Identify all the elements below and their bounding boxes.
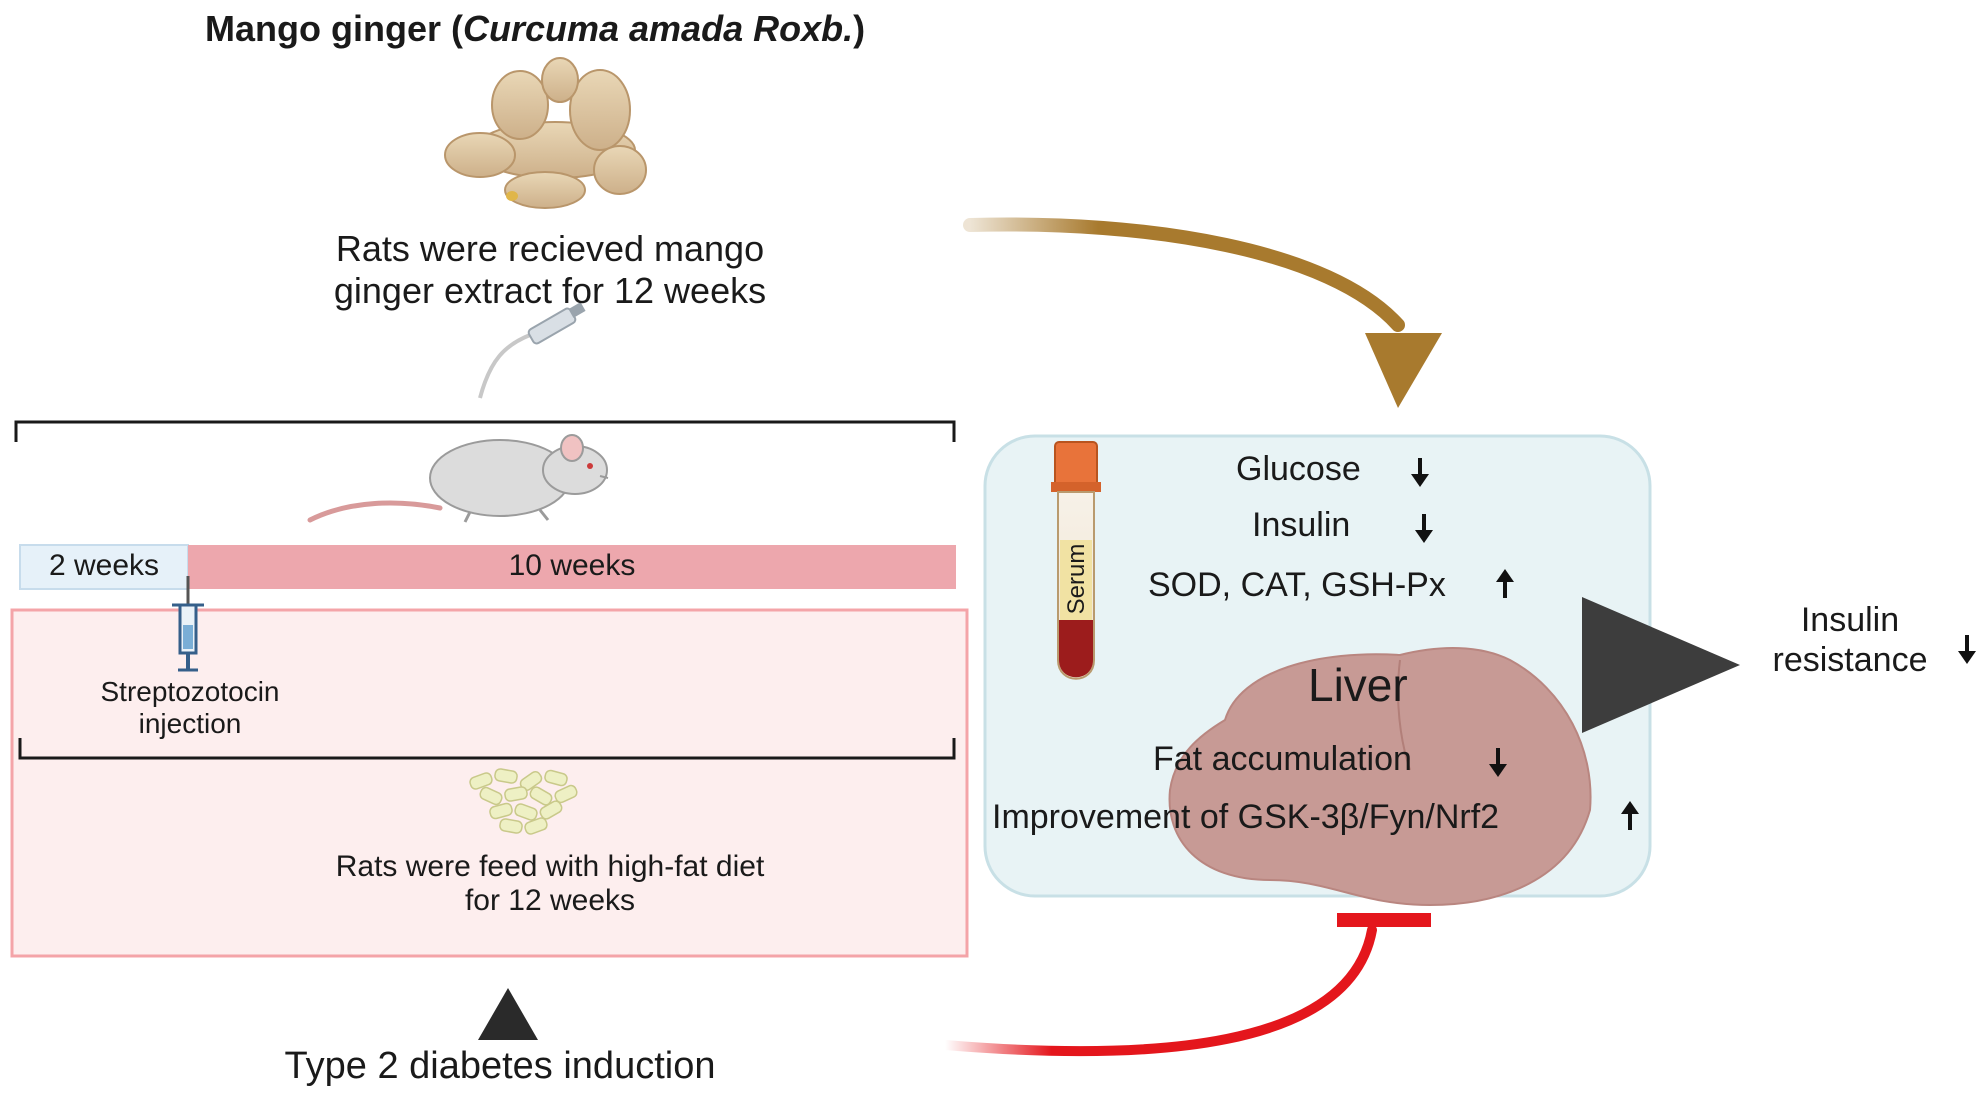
treatment-arrow	[963, 217, 1442, 408]
injection-line-2: injection	[138, 708, 242, 739]
liver-shape	[1168, 647, 1592, 907]
liver-label: Liver	[1308, 659, 1408, 711]
ginger-icon	[444, 57, 647, 209]
pathway-label: Improvement of GSK-3β/Fyn/Nrf2	[992, 798, 1500, 836]
serum-label: Serum	[1063, 543, 1090, 615]
glucose-down-arrow	[1411, 458, 1429, 487]
treatment-line-2: ginger extract for 12 weeks	[333, 270, 767, 311]
diet-line-2: for 12 weeks	[464, 884, 636, 917]
outcome-line-2: resistance	[1772, 641, 1928, 679]
induction-label: Type 2 diabetes induction	[284, 1045, 716, 1087]
injection-line-1: Streptozotocin	[100, 676, 280, 707]
enzymes-up-arrow	[1496, 569, 1514, 598]
phase-1-label: 2 weeks	[48, 549, 160, 582]
syringe-icon	[172, 576, 204, 672]
outcome-label: Insulin resistance	[1740, 600, 1960, 680]
insulin-label: Insulin	[1252, 506, 1351, 544]
gavage-tube-icon	[478, 302, 586, 399]
serum-tube-icon	[1051, 441, 1101, 680]
title-species: Curcuma amada Roxb.	[462, 8, 854, 49]
title-suffix: )	[853, 8, 866, 49]
outcome-line-1: Insulin	[1800, 601, 1900, 639]
outcome-triangle	[1582, 597, 1740, 733]
inhibition-arrow	[940, 913, 1431, 1057]
timeline-bar-10-weeks	[188, 545, 956, 589]
bottom-bracket	[18, 738, 956, 760]
top-bracket	[14, 420, 956, 442]
treatment-line-1: Rats were recieved mango	[335, 228, 765, 269]
food-pellets-icon	[469, 768, 578, 835]
injection-label: Streptozotocin injection	[60, 676, 320, 740]
glucose-label: Glucose	[1236, 450, 1361, 488]
pathway-up-arrow	[1621, 801, 1639, 830]
fat-down-arrow	[1489, 748, 1507, 777]
insulin-down-arrow	[1415, 514, 1433, 543]
figure-title: Mango ginger (Curcuma amada Roxb.)	[205, 8, 865, 50]
phase-2-label: 10 weeks	[508, 549, 636, 582]
rat-icon	[307, 434, 609, 523]
enzymes-label: SOD, CAT, GSH-Px	[1148, 566, 1446, 604]
resistance-down-arrow	[1958, 635, 1976, 664]
title-prefix: Mango ginger (	[205, 8, 463, 49]
fat-label: Fat accumulation	[1153, 740, 1412, 778]
induction-triangle	[478, 988, 538, 1040]
diet-line-1: Rats were feed with high-fat diet	[335, 850, 765, 883]
diet-text: Rats were feed with high-fat diet for 12…	[250, 850, 850, 918]
treatment-text: Rats were recieved mango ginger extract …	[250, 228, 850, 312]
